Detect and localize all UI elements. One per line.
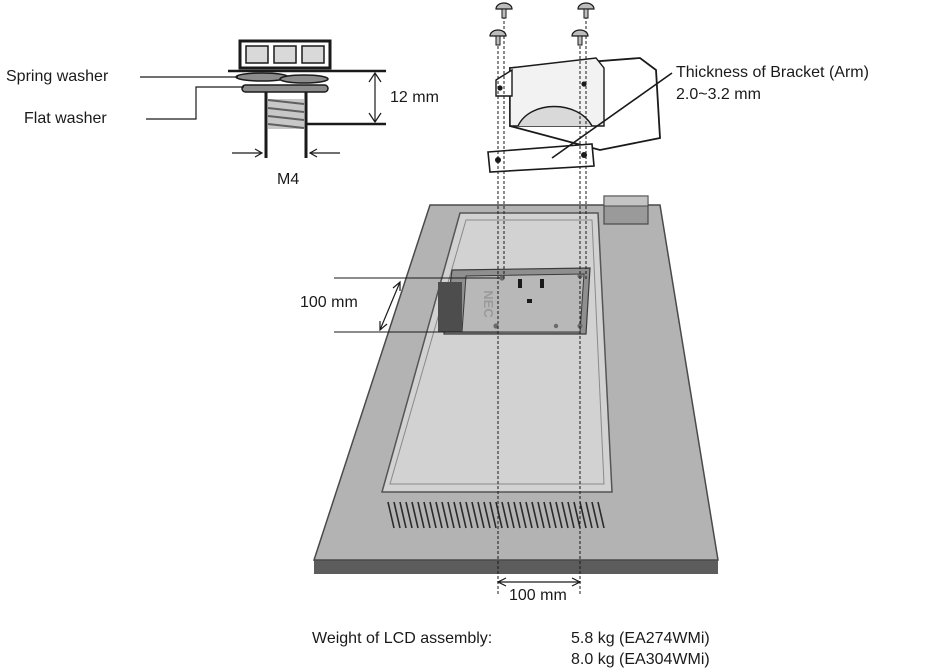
weight-label: Weight of LCD assembly: [312, 630, 493, 647]
bracket-plate [487, 143, 595, 173]
spring-washer-label: Spring washer [6, 68, 109, 85]
air-vents [387, 501, 605, 529]
dimension-lines [334, 277, 582, 587]
bracket-arm [487, 57, 673, 173]
screw-length-label: 12 mm [390, 89, 439, 106]
weight-value-ea274wmi: 5.8 kg (EA274WMi) [571, 630, 710, 647]
vertical-spacing-label: 100 mm [300, 294, 358, 311]
flat-washer-label: Flat washer [24, 110, 107, 127]
bracket-thickness-value: 2.0~3.2 mm [676, 86, 761, 103]
flat-washer [241, 84, 329, 93]
thread-size-label: M4 [277, 171, 300, 188]
screw-detail [140, 39, 386, 158]
bracket-thickness-label: Thickness of Bracket (Arm) [676, 64, 869, 81]
monitor: NEC [312, 195, 719, 574]
mounting-screws [489, 2, 595, 596]
weight-value-ea304wmi: 8.0 kg (EA304WMi) [571, 651, 710, 668]
horizontal-spacing-label: 100 mm [509, 587, 567, 604]
nec-logo: NEC [481, 290, 496, 318]
